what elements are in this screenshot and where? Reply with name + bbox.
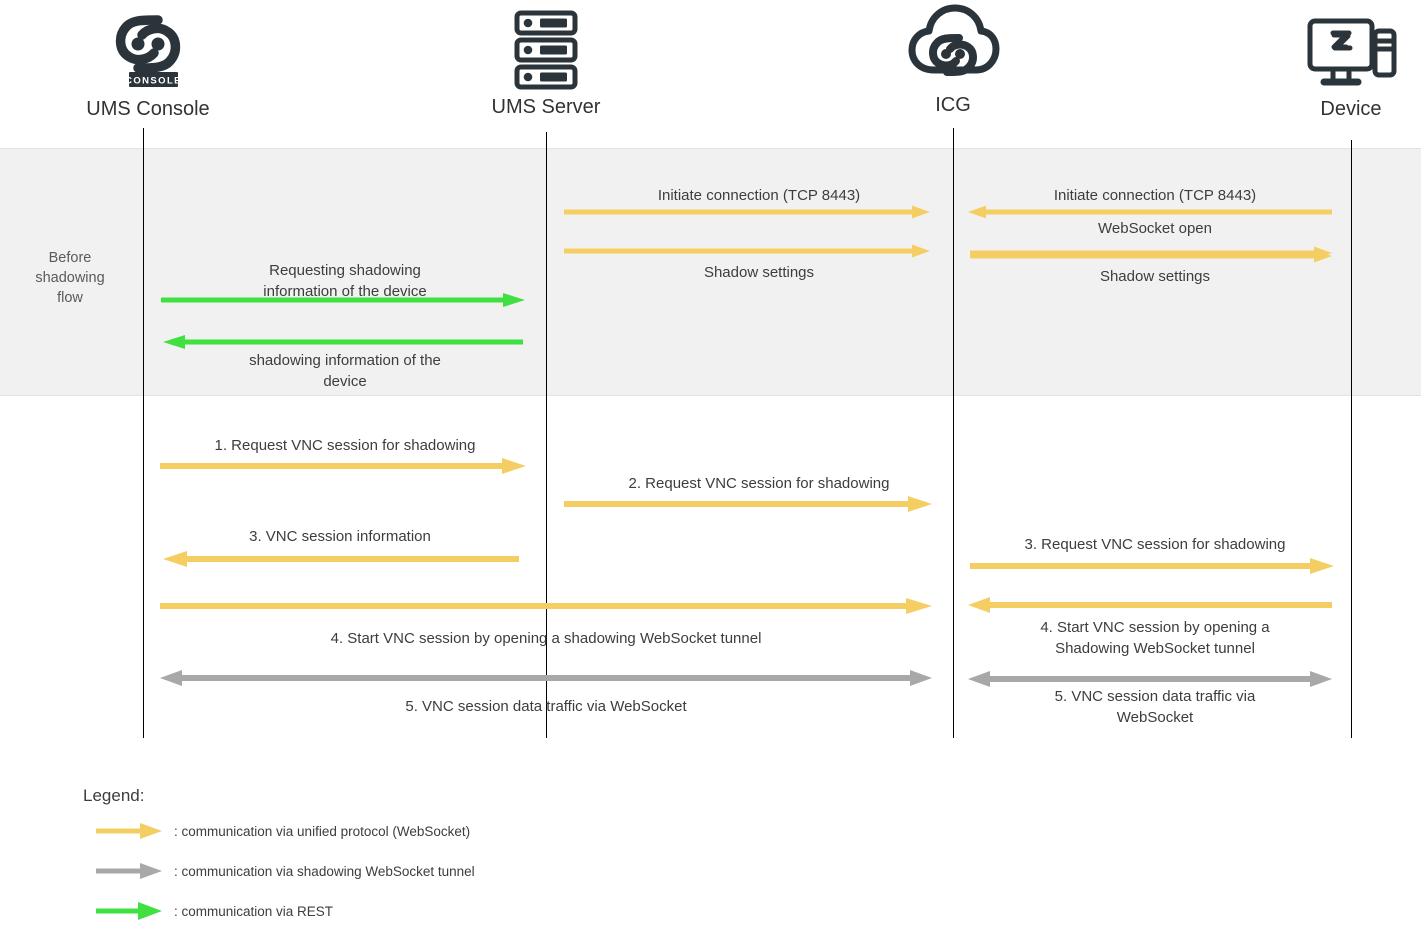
actor-label-ums-server: UMS Server <box>491 96 601 118</box>
legend-text-rest: : communication via REST <box>174 903 334 919</box>
message-label-m9: 2. Request VNC session for shadowing <box>628 475 890 492</box>
message-arrow-m8 <box>160 458 526 474</box>
legend-arrow-unified-icon <box>96 823 162 839</box>
message-arrow-m5 <box>970 249 1332 263</box>
message-label-m6: Requesting shadowing information of the … <box>263 262 427 300</box>
cloud-gateway-icon <box>908 4 1000 76</box>
actor-label-device: Device <box>1320 98 1382 120</box>
message-arrow-m15 <box>968 671 1332 687</box>
actor-device: Device <box>1266 14 1421 121</box>
actor-label-icg: ICG <box>935 94 971 116</box>
lifeline-ums-console <box>143 128 144 738</box>
message-label-m14: 5. VNC session data traffic via WebSocke… <box>405 698 687 715</box>
ums-console-logo-icon: CONSOLE <box>115 15 182 87</box>
message-label-m1: Initiate connection (TCP 8443) <box>657 187 861 204</box>
before-shadowing-band-label: Before shadowing flow <box>35 250 105 306</box>
message-label-m2: Initiate connection (TCP 8443) <box>1053 187 1257 204</box>
legend-item-rest: : communication via REST <box>96 900 333 922</box>
lifeline-device <box>1351 140 1352 738</box>
message-arrow-m14 <box>160 670 932 686</box>
message-label-m12: 4. Start VNC session by opening a shadow… <box>330 630 762 647</box>
actor-ums-server: UMS Server <box>461 8 631 119</box>
message-arrow-m7 <box>163 335 523 349</box>
legend-text-tunnel: : communication via shadowing WebSocket … <box>174 863 475 879</box>
message-label-m11: 3. Request VNC session for shadowing <box>1024 536 1286 553</box>
svg-text:CONSOLE: CONSOLE <box>125 76 182 87</box>
lifeline-icg <box>953 128 954 738</box>
actor-icg: ICG <box>868 4 1038 117</box>
legend-item-unified: : communication via unified protocol (We… <box>96 820 470 842</box>
message-label-m10: 3. VNC session information <box>249 528 431 545</box>
before-shadowing-band <box>0 148 1421 396</box>
actor-label-ums-console: UMS Console <box>86 98 210 120</box>
actor-ums-console: CONSOLE UMS Console <box>63 6 233 121</box>
message-arrow-m9 <box>564 496 932 512</box>
message-label-m15: 5. VNC session data traffic via WebSocke… <box>1054 688 1256 726</box>
server-rack-icon <box>514 10 578 90</box>
message-label-m5: Shadow settings <box>1099 268 1211 285</box>
message-arrow-m6 <box>161 293 525 307</box>
message-arrow-m10 <box>163 551 519 567</box>
message-arrow-m2 <box>968 205 1332 219</box>
legend-text-unified: : communication via unified protocol (We… <box>174 823 471 839</box>
legend-arrow-tunnel-icon <box>96 863 162 879</box>
message-arrow-m12 <box>160 598 932 614</box>
message-label-m3: WebSocket open <box>1098 220 1212 237</box>
desktop-computer-icon <box>1307 18 1397 86</box>
message-arrow-m13 <box>968 597 1332 613</box>
message-arrow-m1 <box>564 205 930 219</box>
legend-arrow-rest-icon <box>96 902 162 920</box>
message-label-m4: Shadow settings <box>703 264 815 281</box>
message-label-m7: shadowing information of the device <box>249 352 441 390</box>
legend-item-tunnel: : communication via shadowing WebSocket … <box>96 860 475 882</box>
message-label-m8: 1. Request VNC session for shadowing <box>214 437 476 454</box>
message-arrow-m4 <box>564 244 930 258</box>
message-label-m13: 4. Start VNC session by opening a Shadow… <box>1040 619 1270 657</box>
message-arrow-m11 <box>970 558 1334 574</box>
legend-title: Legend: <box>83 786 145 805</box>
lifeline-ums-server <box>546 132 547 738</box>
